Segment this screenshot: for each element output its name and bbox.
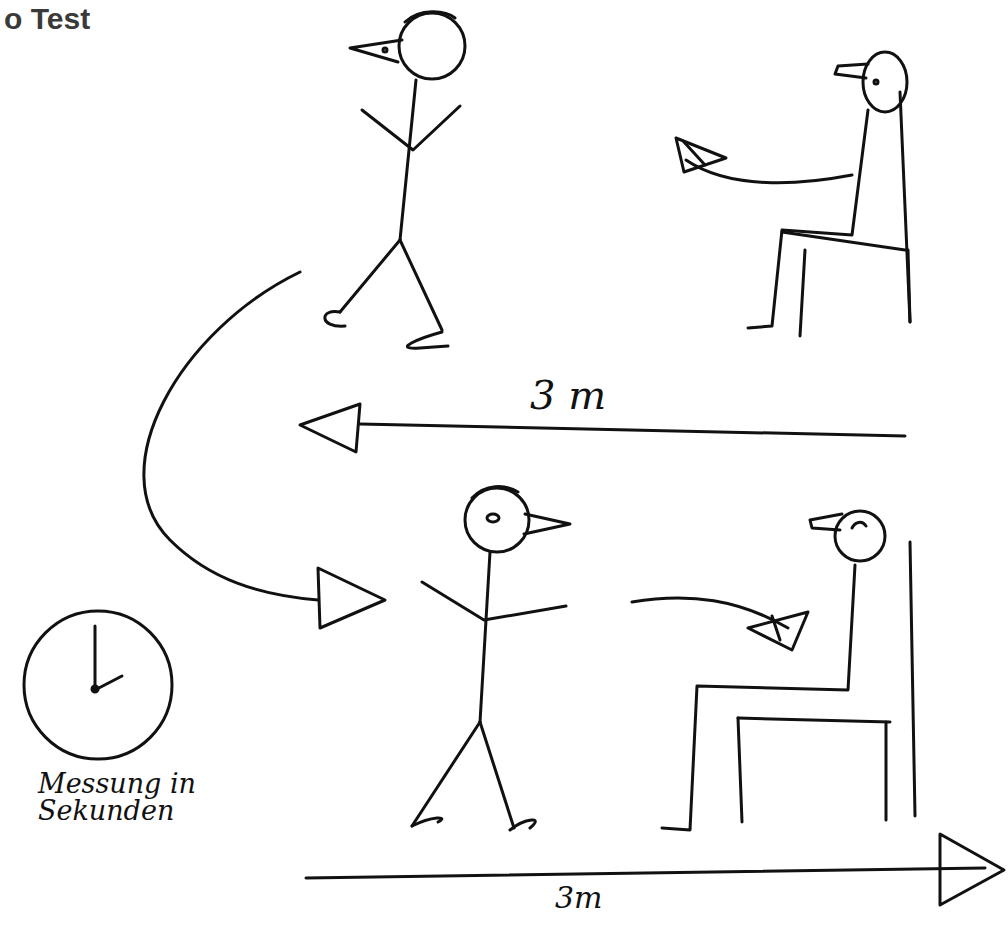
distance-arrow-bottom	[306, 834, 1004, 905]
clock-symbol	[24, 611, 172, 759]
title: o Test	[4, 2, 90, 36]
distance-label: 3 m	[530, 372, 606, 418]
measure-note: Messung in Sekunden	[38, 770, 218, 824]
turn-arrow	[144, 272, 385, 628]
walking-figure-bottom	[412, 487, 570, 830]
seated-figure-bottom	[632, 511, 915, 830]
walking-figure-top	[325, 12, 465, 348]
distance-label: 3m	[555, 880, 603, 915]
seated-figure-top	[676, 52, 910, 336]
